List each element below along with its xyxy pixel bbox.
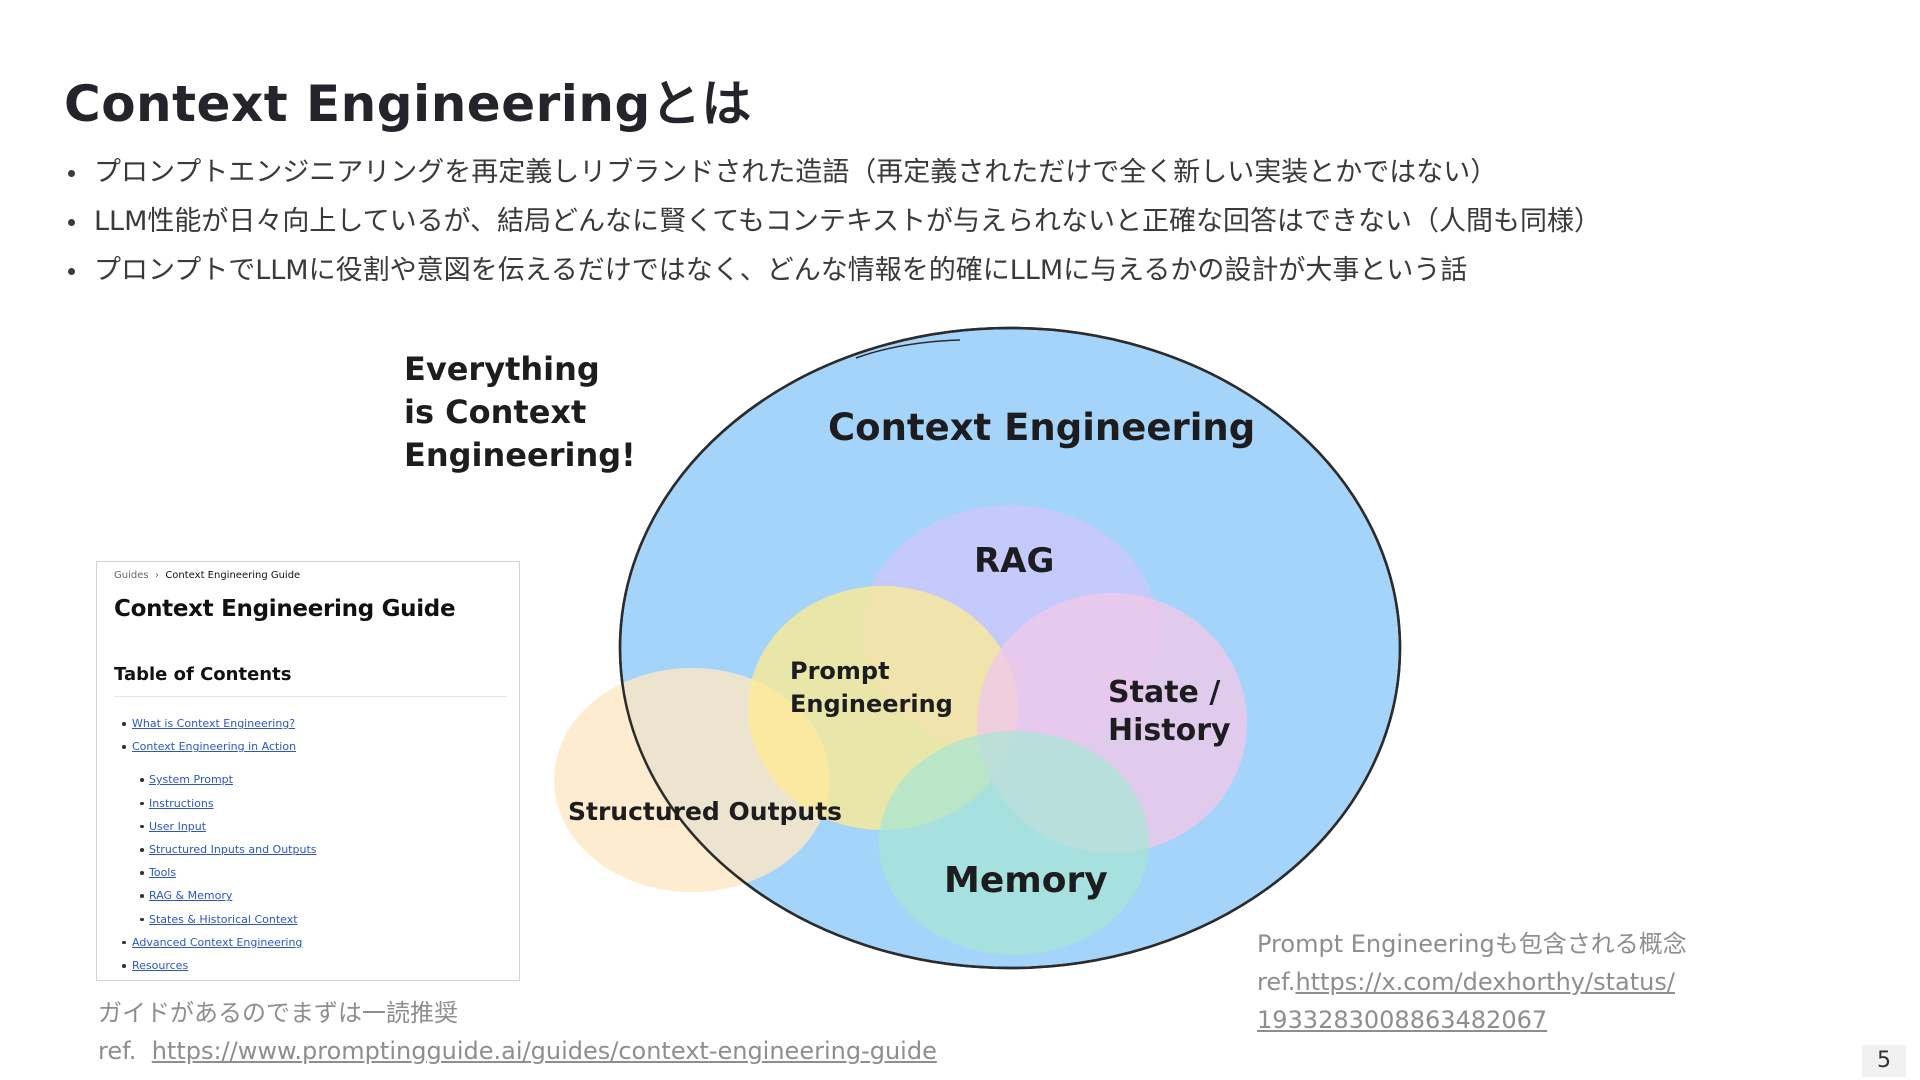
diagram-caption: Prompt Engineeringも包含される概念 ref.https://x… bbox=[1257, 925, 1687, 1039]
tweet-link-continued[interactable]: 1933283008863482067 bbox=[1257, 1006, 1548, 1034]
tweet-link[interactable]: https://x.com/dexhorthy/status/ bbox=[1295, 968, 1675, 996]
guide-link[interactable]: https://www.promptingguide.ai/guides/con… bbox=[151, 1037, 937, 1065]
state-label-line-1: State / bbox=[1108, 675, 1220, 710]
toc-link[interactable]: Resources bbox=[97, 954, 519, 977]
guide-caption-ref: ref. https://www.promptingguide.ai/guide… bbox=[98, 1032, 937, 1070]
diagram-caption-ref: ref.https://x.com/dexhorthy/status/ bbox=[1257, 963, 1687, 1001]
guide-caption-text: ガイドがあるのでまずは一読推奨 bbox=[98, 999, 458, 1027]
ref-prefix: ref. bbox=[1257, 968, 1296, 996]
slide-title: Context Engineeringとは bbox=[64, 75, 752, 133]
toc-sublink[interactable]: Instructions bbox=[97, 792, 519, 815]
prompt-label-line-1: Prompt bbox=[790, 657, 890, 685]
state-label-line-2: History bbox=[1108, 713, 1231, 748]
chevron-right-icon: › bbox=[151, 570, 163, 581]
breadcrumb: Guides › Context Engineering Guide bbox=[114, 570, 300, 581]
toc-list: What is Context Engineering? Context Eng… bbox=[97, 712, 519, 977]
bullet-list: プロンプトエンジニアリングを再定義しリブランドされた造語（再定義されただけで全く… bbox=[64, 148, 1864, 295]
outer-label: Context Engineering bbox=[828, 406, 1255, 449]
breadcrumb-item: Guides bbox=[114, 570, 149, 581]
toc-sublink[interactable]: System Prompt bbox=[97, 768, 519, 791]
prompt-label-line-2: Engineering bbox=[790, 690, 953, 718]
guide-thumbnail: Guides › Context Engineering Guide Conte… bbox=[96, 561, 520, 981]
tagline-line-2: is Context bbox=[404, 393, 586, 431]
toc-sublink[interactable]: States & Historical Context bbox=[97, 908, 519, 931]
page-number: 5 bbox=[1862, 1045, 1906, 1077]
bullet-item: プロンプトでLLMに役割や意図を伝えるだけではなく、どんな情報を的確にLLMに与… bbox=[64, 246, 1864, 295]
tagline-line-1: Everything bbox=[404, 350, 600, 388]
guide-title: Context Engineering Guide bbox=[114, 596, 456, 622]
memory-label: Memory bbox=[944, 860, 1108, 901]
toc-sublink[interactable]: Tools bbox=[97, 861, 519, 884]
toc-link[interactable]: Context Engineering in Action bbox=[97, 735, 519, 758]
tagline-line-3: Engineering! bbox=[404, 436, 636, 474]
bullet-item: プロンプトエンジニアリングを再定義しリブランドされた造語（再定義されただけで全く… bbox=[64, 148, 1864, 197]
toc-sublink[interactable]: Structured Inputs and Outputs bbox=[97, 838, 519, 861]
ref-prefix: ref. bbox=[98, 1037, 137, 1065]
toc-link[interactable]: Advanced Context Engineering bbox=[97, 931, 519, 954]
memory-circle bbox=[879, 731, 1149, 955]
diagram-caption-text: Prompt Engineeringも包含される概念 bbox=[1257, 930, 1687, 958]
toc-sublink[interactable]: User Input bbox=[97, 815, 519, 838]
toc-divider bbox=[114, 696, 507, 697]
breadcrumb-item-current: Context Engineering Guide bbox=[165, 570, 301, 581]
outer-circle-outline bbox=[618, 326, 1402, 970]
guide-caption: ガイドがあるのでまずは一読推奨 ref. https://www.prompti… bbox=[98, 994, 937, 1070]
rag-label: RAG bbox=[974, 541, 1054, 581]
toc-sublink[interactable]: RAG & Memory bbox=[97, 884, 519, 907]
bullet-item: LLM性能が日々向上しているが、結局どんなに賢くてもコンテキストが与えられないと… bbox=[64, 197, 1864, 246]
toc-heading: Table of Contents bbox=[114, 664, 292, 685]
toc-link[interactable]: What is Context Engineering? bbox=[97, 712, 519, 735]
structured-outputs-label: Structured Outputs bbox=[568, 797, 842, 826]
outer-circle-sketch-stroke bbox=[855, 339, 961, 359]
